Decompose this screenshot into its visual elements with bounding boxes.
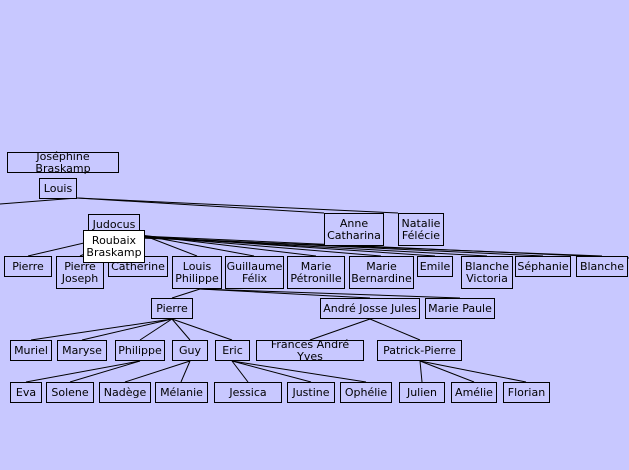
connector-line [171, 318, 191, 341]
connector-line [139, 235, 629, 259]
connector-line [180, 360, 191, 383]
person-guillaume-felix[interactable]: Guillaume Félix [225, 256, 284, 289]
person-eric[interactable]: Eric [215, 340, 250, 361]
connector-line [139, 318, 173, 341]
connector-line [199, 288, 461, 299]
connector-line [76, 197, 325, 214]
connector-line [0, 197, 78, 205]
connector-line [81, 318, 173, 341]
person-marie-petronille[interactable]: Marie Pétronille [287, 256, 345, 289]
person-emile[interactable]: Emile [417, 256, 453, 277]
person-louis-philippe[interactable]: Louis Philippe [172, 256, 222, 289]
person-natalie-felecie[interactable]: Natalie Félécie [398, 213, 444, 246]
person-marie-bernardine[interactable]: Marie Bernardine [349, 256, 414, 289]
hover-tooltip: Roubaix Braskamp [83, 230, 145, 263]
person-jessica[interactable]: Jessica [214, 382, 282, 403]
person-marie-paule[interactable]: Marie Paule [425, 298, 495, 319]
connector-line [69, 360, 141, 383]
connector-line [309, 318, 371, 341]
connector-line [25, 360, 141, 383]
connector-line [419, 360, 475, 383]
person-maryse[interactable]: Maryse [57, 340, 107, 361]
connector-line [231, 360, 312, 383]
connector-line [171, 288, 201, 299]
person-florian[interactable]: Florian [503, 382, 550, 403]
connector-line [30, 318, 173, 341]
person-louis[interactable]: Louis [39, 178, 77, 199]
person-justine[interactable]: Justine [287, 382, 335, 403]
person-pierre-2[interactable]: Pierre [151, 298, 193, 319]
person-anne-catharina[interactable]: Anne Catharina [324, 213, 384, 246]
connector-line [76, 197, 399, 214]
connector-line [419, 360, 423, 383]
person-sephanie[interactable]: Séphanie [515, 256, 571, 277]
person-muriel[interactable]: Muriel [10, 340, 52, 361]
person-eva[interactable]: Eva [10, 382, 42, 403]
person-andre-josse-jules[interactable]: André Josse Jules [320, 298, 420, 319]
person-melanie[interactable]: Mélanie [155, 382, 208, 403]
connector-line [231, 360, 249, 383]
person-blanche-victoria[interactable]: Blanche Victoria [461, 256, 513, 289]
connector-line [199, 288, 371, 299]
person-frances-andre-yves[interactable]: Frances André Yves [256, 338, 364, 362]
person-blanche[interactable]: Blanche [576, 256, 628, 277]
person-judocus[interactable]: Judocus [88, 214, 140, 235]
person-pierre-joseph[interactable]: Pierre Joseph [56, 256, 104, 289]
connector-line [124, 360, 191, 383]
person-ophelie[interactable]: Ophélie [340, 382, 392, 403]
person-solene[interactable]: Solene [46, 382, 94, 403]
person-philippe[interactable]: Philippe [115, 340, 165, 361]
connector-line [171, 318, 233, 341]
person-josephine-braskamp[interactable]: Joséphine Braskamp [7, 150, 119, 174]
connector-line [369, 318, 421, 341]
connector-line [231, 360, 367, 383]
person-julien[interactable]: Julien [399, 382, 445, 403]
person-amelie[interactable]: Amélie [451, 382, 497, 403]
person-guy[interactable]: Guy [172, 340, 208, 361]
person-nadege[interactable]: Nadège [99, 382, 151, 403]
person-patrick-pierre[interactable]: Patrick-Pierre [377, 340, 462, 361]
connector-line [419, 360, 527, 383]
person-pierre[interactable]: Pierre [4, 256, 52, 277]
